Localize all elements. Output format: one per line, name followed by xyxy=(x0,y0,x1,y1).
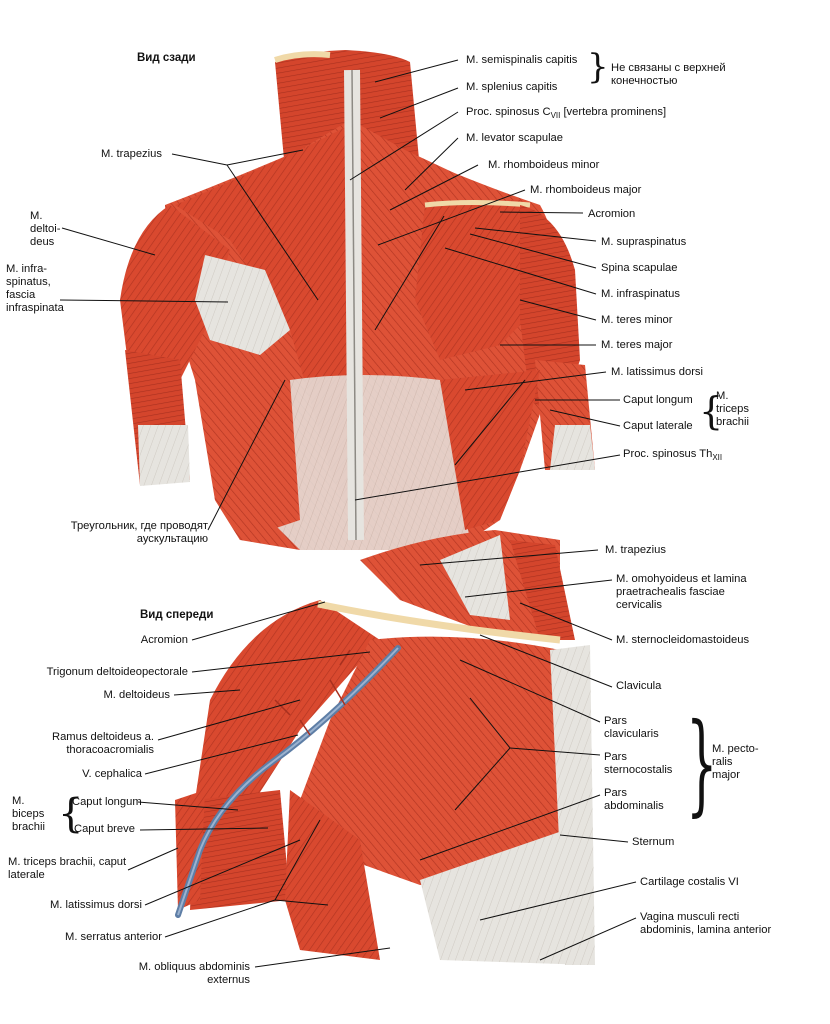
label-trigonum-deltoideopectorale: Trigonum deltoideopectorale xyxy=(46,666,188,678)
label-trapezius-front: M. trapezius xyxy=(605,544,666,556)
label-levator-scapulae: M. levator scapulae xyxy=(466,132,564,144)
back-leader-lines xyxy=(59,59,621,531)
label-infraspinatus-right: M. infraspinatus xyxy=(601,288,680,300)
label-obliquus-externus: M. obliquus abdominis externus xyxy=(138,961,250,986)
front-view-heading: Вид спереди xyxy=(140,609,214,621)
label-deltoideus-back: M. deltoi- deus xyxy=(30,210,61,248)
brace-pectoralis: } xyxy=(686,699,718,827)
label-semispinalis-capitis: M. semispinalis capitis xyxy=(466,54,578,66)
brace-biceps: { xyxy=(58,791,84,837)
label-proc-spinosus-c7: Proc. spinosus CVII [vertebra prominens] xyxy=(466,106,667,121)
label-omohyoideus: M. omohyoideus et lamina praetrachealis … xyxy=(616,573,747,611)
label-latissimus-dorsi-back: M. latissimus dorsi xyxy=(611,366,704,378)
back-view-heading: Вид сзади xyxy=(137,52,196,64)
label-caput-laterale-back: Caput laterale xyxy=(623,420,693,432)
label-serratus-anterior: M. serratus anterior xyxy=(65,931,162,943)
front-leader-lines xyxy=(127,549,637,968)
label-teres-minor: M. teres minor xyxy=(601,314,673,326)
brace-not-connected: } xyxy=(587,47,609,87)
label-infraspinatus-left: M. infra- spinatus, fascia infraspinata xyxy=(6,263,64,314)
label-auscultation-triangle: Треугольник, где проводят аускультацию xyxy=(70,520,208,545)
label-trapezius-back: M. trapezius xyxy=(101,148,162,160)
label-caput-longum-back: Caput longum xyxy=(623,394,693,406)
label-caput-breve: Caput breve xyxy=(74,823,135,835)
label-proc-spinosus-th12: Proc. spinosus ThXII xyxy=(623,448,723,463)
label-triceps-brachii: M. triceps brachii xyxy=(716,390,749,428)
label-pars-clavicularis: Pars clavicularis xyxy=(604,715,659,740)
label-spina-scapulae: Spina scapulae xyxy=(601,262,678,274)
label-sternocleidomastoideus: M. sternocleidomastoideus xyxy=(616,634,750,646)
label-acromion-back: Acromion xyxy=(588,208,636,220)
label-splenius-capitis: M. splenius capitis xyxy=(466,81,558,93)
label-vagina-recti: Vagina musculi recti abdominis, lamina a… xyxy=(640,911,772,936)
label-rhomboideus-minor: M. rhomboideus minor xyxy=(488,159,600,171)
brace-triceps: { xyxy=(699,389,724,433)
label-acromion-front: Acromion xyxy=(140,634,188,646)
label-deltoideus-front: M. deltoideus xyxy=(103,689,170,701)
label-ramus-deltoideus: Ramus deltoideus a. thoracoacromialis xyxy=(52,731,154,756)
label-biceps-brachii: M. biceps brachii xyxy=(12,795,45,833)
label-rhomboideus-major: M. rhomboideus major xyxy=(530,184,642,196)
label-sternum: Sternum xyxy=(632,836,675,848)
label-clavicula: Clavicula xyxy=(616,680,662,692)
label-triceps-caput-laterale: M. triceps brachii, caput laterale xyxy=(8,856,127,881)
front-view-art xyxy=(175,530,595,965)
label-caput-longum-front: Caput longum xyxy=(72,796,142,808)
label-pectoralis-major: M. pecto- ralis major xyxy=(712,743,759,781)
label-teres-major: M. teres major xyxy=(601,339,673,351)
label-cartilage-costalis: Cartilage costalis VI xyxy=(640,876,739,888)
label-latissimus-dorsi-front: M. latissimus dorsi xyxy=(49,899,142,911)
label-supraspinatus: M. supraspinatus xyxy=(601,236,687,248)
back-view-art xyxy=(120,50,595,550)
label-pars-sternocostalis: Pars sternocostalis xyxy=(604,751,673,776)
label-vena-cephalica: V. cephalica xyxy=(82,768,142,780)
label-not-connected: Не связаны с верхней конечностью xyxy=(611,62,726,87)
label-pars-abdominalis: Pars abdominalis xyxy=(604,787,664,812)
